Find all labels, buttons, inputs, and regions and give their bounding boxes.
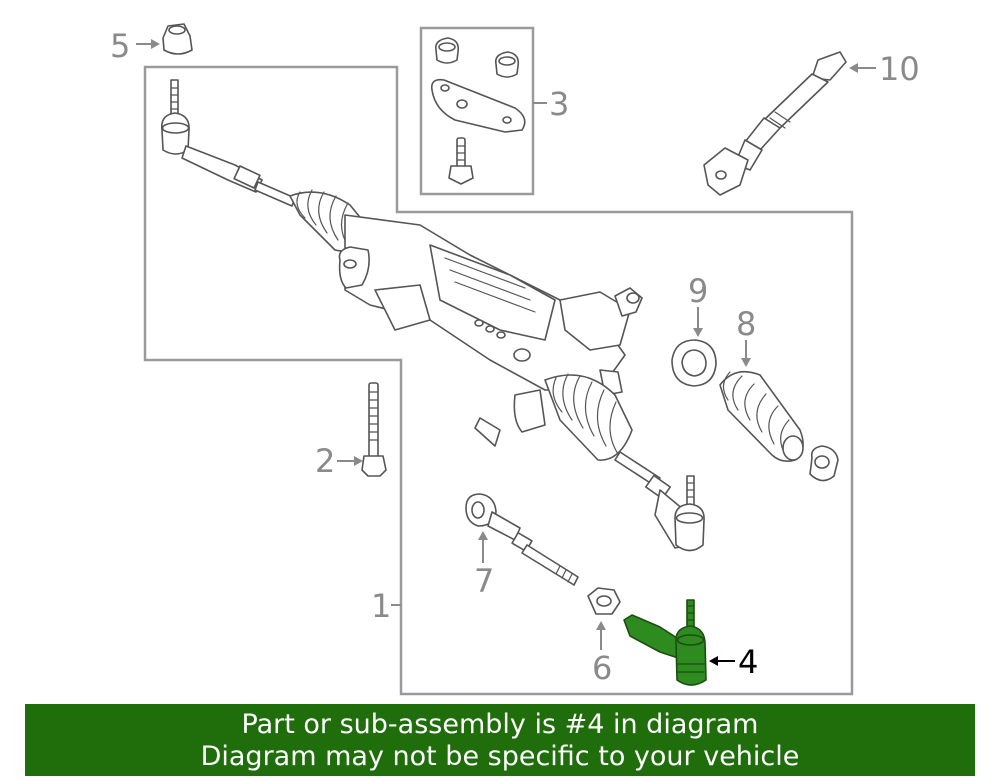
leader-2	[337, 456, 363, 466]
part-2-bolt	[361, 382, 387, 477]
part-4-outer-tie-rod-end-highlighted	[623, 599, 707, 686]
callout-1: 1	[371, 587, 391, 625]
part-3-hardware	[430, 37, 526, 185]
callout-5: 5	[110, 27, 130, 65]
part-7-inner-tie-rod	[465, 493, 579, 586]
leader-5	[136, 39, 160, 49]
callout-7: 7	[474, 562, 494, 600]
part-8-boot	[719, 370, 839, 482]
leader-8	[741, 340, 751, 367]
leader-7	[478, 531, 488, 563]
callout-6: 6	[592, 649, 612, 687]
callout-3: 3	[549, 85, 569, 123]
nut-hole	[596, 595, 612, 607]
leader-6	[596, 621, 606, 650]
part-5-nut	[162, 23, 193, 55]
leader-10	[849, 63, 876, 73]
banner-line-disclaimer: Diagram may not be specific to your vehi…	[200, 741, 800, 772]
leader-9	[693, 307, 703, 337]
banner-line-part-number: Part or sub-assembly is #4 in diagram	[241, 709, 759, 740]
callout-10: 10	[879, 50, 920, 88]
callout-8: 8	[736, 305, 756, 343]
callout-4: 4	[738, 643, 758, 681]
info-banner: Part or sub-assembly is #4 in diagram Di…	[25, 704, 975, 776]
leader-4	[709, 656, 735, 666]
small-clip	[474, 417, 501, 447]
hardware-kit-box	[419, 26, 535, 196]
steering-rack-assembly	[160, 79, 705, 552]
part-10-intermediate-shaft	[703, 51, 847, 196]
assembly-boundary	[143, 65, 854, 696]
callout-2: 2	[315, 442, 335, 480]
callout-9: 9	[688, 272, 708, 310]
part-9-clamp-ring	[671, 339, 717, 387]
